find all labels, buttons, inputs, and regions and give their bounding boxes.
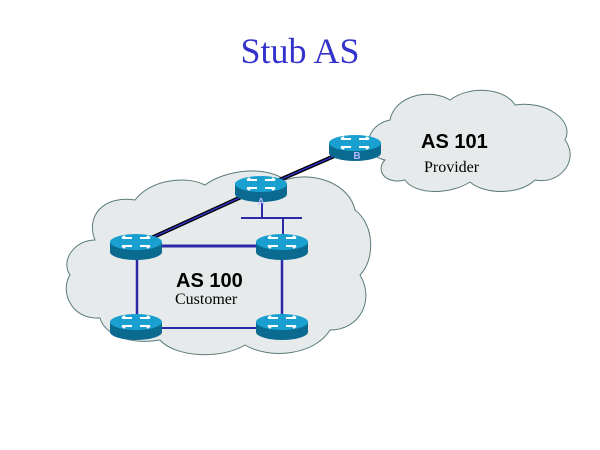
router-b-label: B [353,151,360,162]
provider-as-label: AS 101 [421,131,488,153]
customer-as-label: AS 100 [176,270,243,292]
cloud-as101 [368,89,571,192]
cloud-as100 [65,170,372,356]
customer-role-label: Customer [175,291,238,308]
provider-role-label: Provider [424,159,480,176]
router-bottom-left-icon [109,313,163,341]
page-title: Stub AS [240,31,360,71]
router-a-label: A [257,197,264,208]
router-left-icon [109,233,163,261]
router-right-icon [255,233,309,261]
router-bottom-right-icon [255,313,309,341]
